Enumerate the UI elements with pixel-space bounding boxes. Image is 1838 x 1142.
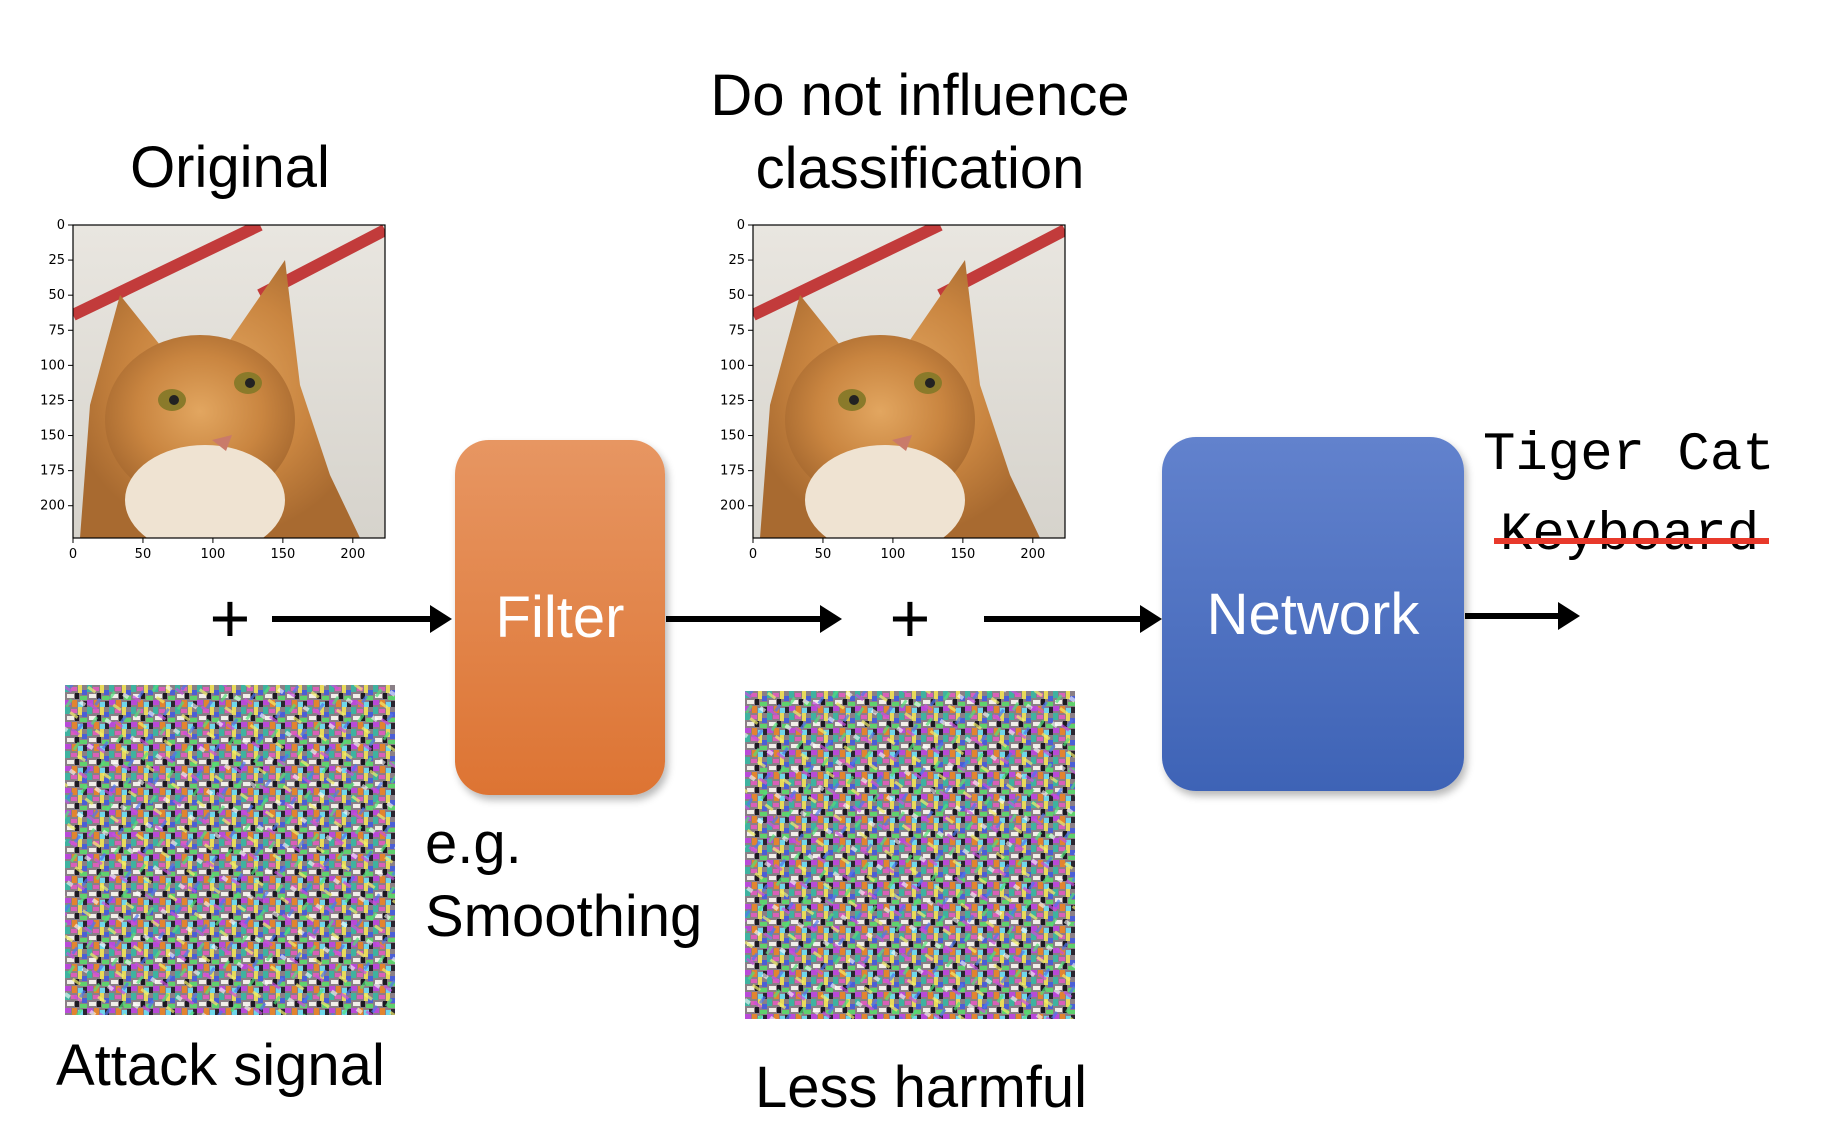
y-tick-label: 175: [720, 464, 745, 479]
x-tick-label: 150: [270, 547, 295, 562]
original-image-plot: 0 25 50 75 100 125 150 175 200 0 50 100 150 200: [40, 218, 386, 562]
arrow-filter-to-plus: [666, 605, 842, 633]
y-tick-label: 25: [728, 253, 745, 268]
y-tick-label: 150: [40, 429, 65, 444]
y-tick-label: 175: [40, 464, 65, 479]
no-influence-line2: classification: [755, 135, 1085, 201]
y-tick-label: 75: [48, 323, 65, 338]
y-tick-label: 200: [40, 499, 65, 514]
y-tick-label: 100: [720, 358, 745, 373]
y-tick-label: 25: [48, 253, 65, 268]
output-wrong-class: Keyboard: [1494, 505, 1770, 566]
no-influence-line1: Do not influence: [710, 63, 1130, 128]
filter-label: Filter: [495, 585, 625, 650]
y-tick-label: 0: [57, 218, 65, 233]
original-label: Original: [130, 135, 330, 200]
eg-line1: e.g.: [425, 811, 522, 876]
y-tick-label: 50: [48, 288, 65, 303]
network-block: Network: [1162, 437, 1464, 791]
x-tick-label: 50: [815, 547, 832, 562]
plus-sign-left: +: [209, 579, 251, 657]
no-influence-label: Do not influence classification: [640, 60, 1200, 205]
cat-photo: [753, 225, 1065, 538]
x-tick-label: 100: [200, 547, 225, 562]
eg-smoothing-label: e.g. Smoothing: [425, 808, 702, 953]
y-tick-label: 0: [737, 218, 745, 233]
network-label: Network: [1206, 581, 1420, 647]
plus-sign-right: +: [889, 579, 931, 657]
x-tick-label: 200: [1020, 547, 1045, 562]
y-tick-label: 125: [720, 393, 745, 408]
x-tick-label: 50: [135, 547, 152, 562]
eg-line2: Smoothing: [425, 883, 703, 949]
less-harmful-noise: [745, 691, 1075, 1019]
y-tick-label: 150: [720, 429, 745, 444]
x-tick-label: 150: [950, 547, 975, 562]
strike-line: [1494, 537, 1770, 544]
x-tick-label: 0: [69, 547, 77, 562]
attack-signal-noise: [65, 685, 395, 1015]
plot-ticks: 0 25 50 75 100 125 150 175 200 0 50 100 150 200: [40, 218, 365, 562]
x-tick-label: 0: [749, 547, 757, 562]
x-tick-label: 100: [880, 547, 905, 562]
filtered-image-plot: 0 25 50 75 100 125 150 175 200 0 50 100 150 200: [720, 218, 1066, 562]
y-tick-label: 200: [720, 499, 745, 514]
arrow-to-network: [984, 605, 1162, 633]
y-tick-label: 100: [40, 358, 65, 373]
output-correct-class: Tiger Cat: [1483, 425, 1775, 486]
y-tick-label: 75: [728, 323, 745, 338]
y-tick-label: 125: [40, 393, 65, 408]
y-tick-label: 50: [728, 288, 745, 303]
output-wrong-text: Keyboard: [1500, 505, 1760, 566]
attack-signal-label: Attack signal: [56, 1033, 385, 1098]
less-harmful-label: Less harmful: [755, 1055, 1088, 1120]
arrow-to-output: [1465, 602, 1580, 630]
filter-block: Filter: [455, 440, 665, 795]
plot-ticks: 0 25 50 75 100 125 150 175 200 0 50 100 150 200: [720, 218, 1045, 562]
x-tick-label: 200: [340, 547, 365, 562]
strikethrough-wrapper: Keyboard: [1494, 505, 1770, 566]
arrow-to-filter: [272, 605, 452, 633]
cat-photo: [73, 225, 385, 538]
